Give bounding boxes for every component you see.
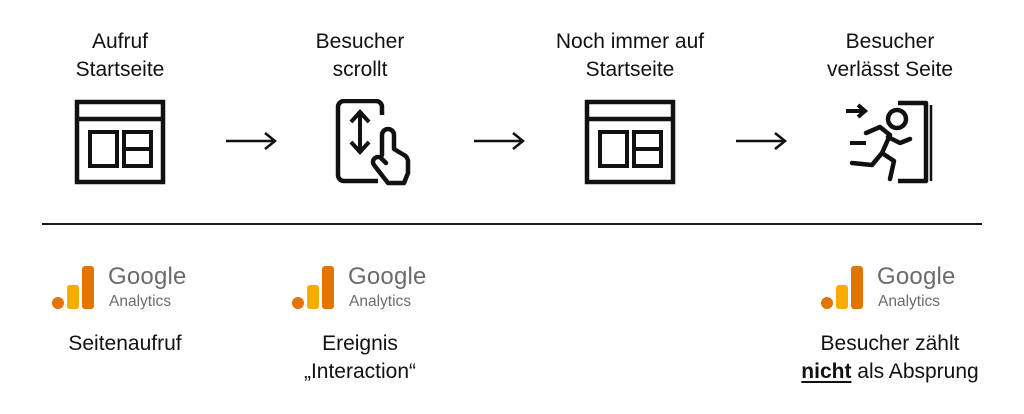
arrow-right-icon <box>226 132 278 150</box>
section-divider <box>42 223 982 225</box>
analytics-bars-icon <box>292 266 334 309</box>
caption-bounce-emphasis: nicht <box>801 360 852 383</box>
browser-window-icon <box>74 99 166 185</box>
step-title-4-line1: Besucher <box>845 30 935 53</box>
step-title-1-line1: Aufruf <box>91 30 149 53</box>
step-title-2: Besucher scrollt <box>290 28 430 84</box>
arrow-right-icon <box>736 132 788 150</box>
google-wordmark: Google <box>348 263 427 290</box>
caption-bounce-line1: Besucher zählt <box>820 332 960 355</box>
caption-event-line1: Ereignis <box>322 332 398 355</box>
analytics-wordmark: Analytics <box>109 293 172 310</box>
analytics-bars-icon <box>821 266 863 309</box>
step-title-1-line2: Startseite <box>75 58 165 81</box>
phone-scroll-icon <box>335 99 411 186</box>
caption-bounce: Besucher zählt nicht als Absprung <box>780 330 1000 386</box>
step-title-3-line1: Noch immer auf <box>555 30 705 53</box>
exit-running-icon <box>846 100 933 184</box>
google-wordmark: Google <box>108 263 187 290</box>
google-analytics-logo: Google Analytics <box>292 263 442 318</box>
step-title-3-line2: Startseite <box>585 58 675 81</box>
step-title-2-line1: Besucher <box>315 30 405 53</box>
step-title-4-line2: verlässt Seite <box>826 58 954 81</box>
caption-event: Ereignis „Interaction“ <box>280 330 440 386</box>
analytics-bars-icon <box>52 266 94 309</box>
step-title-4: Besucher verlässt Seite <box>800 28 980 84</box>
analytics-wordmark: Analytics <box>878 293 941 310</box>
caption-pageview: Seitenaufruf <box>40 330 210 358</box>
analytics-wordmark: Analytics <box>349 293 412 310</box>
google-wordmark: Google <box>877 263 956 290</box>
caption-bounce-line2: nicht als Absprung <box>780 358 1000 386</box>
step-title-3: Noch immer auf Startseite <box>530 28 730 84</box>
caption-event-line2: „Interaction“ <box>303 360 417 383</box>
google-analytics-logo: Google Analytics <box>52 263 202 318</box>
arrow-right-icon <box>474 132 526 150</box>
browser-window-icon <box>584 99 676 185</box>
google-analytics-logo: Google Analytics <box>821 263 971 318</box>
caption-pageview-text: Seitenaufruf <box>68 332 182 355</box>
step-title-2-line2: scrollt <box>332 58 388 81</box>
step-title-1: Aufruf Startseite <box>60 28 180 84</box>
caption-bounce-rest: als Absprung <box>851 360 979 383</box>
